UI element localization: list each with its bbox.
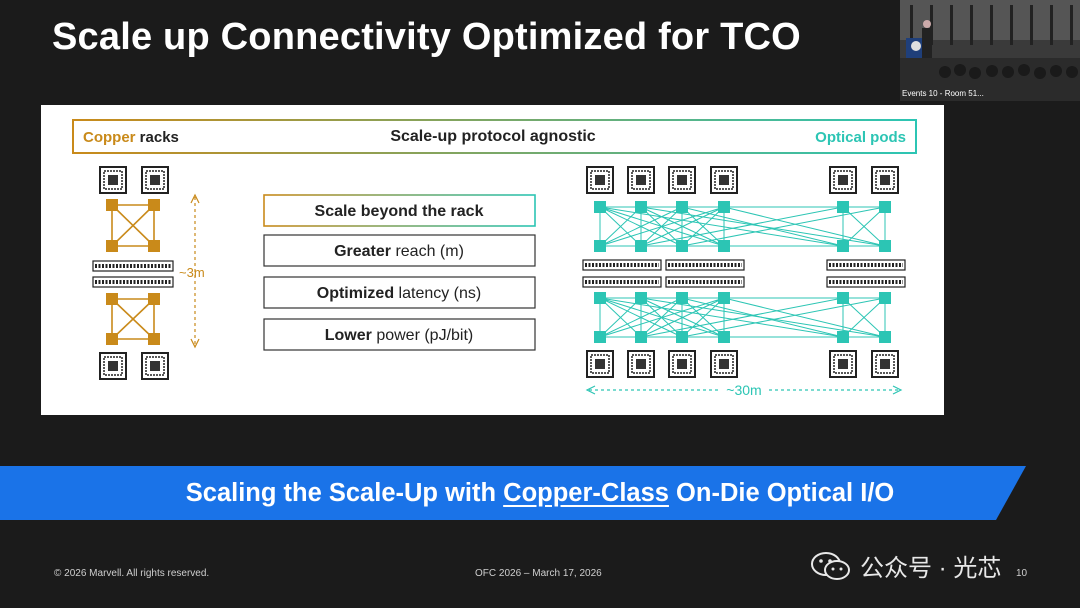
copper-racks-label: Copper racks [83,129,179,146]
speaker-video-thumbnail[interactable]: Events 10 - Room 51... [900,0,1080,101]
optical-distance-label: ~30m [726,382,761,398]
optical-mesh-top [599,206,886,247]
video-room-label: Events 10 - Room 51... [902,89,984,98]
feature-scale-beyond-text: Scale beyond the rack [315,203,484,220]
video-frame [900,0,1080,101]
page-number: 10 [1016,568,1028,579]
copper-distance-label: ~3m [179,265,205,280]
copper-rack: ~3m [91,166,205,380]
optical-mesh-bottom [599,297,886,338]
feature-power-text: Lower power (pJ/bit) [325,327,474,344]
tagline-banner [0,466,1026,520]
optical-pod: ~30m [581,166,907,398]
feature-box-reach [263,234,536,267]
diagram-panel: Copper racks Scale-up protocol agnostic … [41,105,944,415]
wechat-icon [811,551,850,580]
feature-latency-text: Optimized latency (ns) [317,285,481,302]
feature-reach-text: Greater reach (m) [334,243,464,260]
copper-class-underlined: Copper-Class [503,479,669,507]
copyright-footer: © 2026 Marvell. All rights reserved. [54,568,210,579]
protocol-agnostic-label: Scale-up protocol agnostic [390,128,595,145]
feature-box-power [263,318,536,351]
optical-pods-label: Optical pods [815,129,906,146]
connectivity-diagram: Copper racks Scale-up protocol agnostic … [72,119,917,398]
feature-list: Scale beyond the rack Greater reach (m) … [263,194,536,351]
header-bar [72,119,917,154]
feature-box-latency [263,276,536,309]
event-footer: OFC 2026 – March 17, 2026 [475,568,602,579]
wechat-watermark: 公众号 · 光芯 [810,548,1001,583]
feature-box-scale-beyond [263,194,536,227]
watermark-text: 公众号 · 光芯 [860,555,1002,582]
slide-title: Scale up Connectivity Optimized for TCO [52,16,801,58]
tagline-text: Scaling the Scale-Up with Copper-Class O… [185,479,895,507]
